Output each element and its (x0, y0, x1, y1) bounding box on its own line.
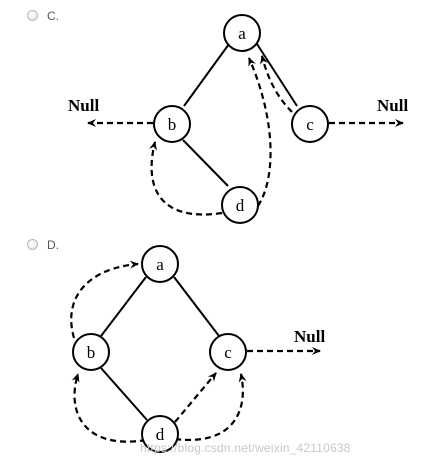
thread-b-a (70, 260, 139, 339)
option-c-radio[interactable] (27, 10, 38, 21)
edge-b-d (100, 367, 148, 421)
null-label-right: Null (294, 327, 325, 346)
thread-d-c (174, 372, 217, 423)
option-d-label[interactable]: D. (47, 238, 59, 252)
node-c: c (291, 105, 329, 143)
node-c-label: c (224, 343, 232, 362)
option-c-tree-diagram: a b c d Null Null (68, 14, 408, 224)
node-b-label: b (168, 115, 177, 134)
node-c: c (209, 333, 247, 371)
thread-d-a (247, 57, 272, 207)
node-b: b (153, 105, 191, 143)
node-a-label: a (156, 255, 164, 274)
node-d: d (141, 415, 179, 453)
thread-d-c-outer (174, 373, 247, 442)
answer-option-d[interactable]: D. a b c d (0, 232, 421, 468)
watermark-url: https://blog.csdn.net/weixin_42110638 (140, 441, 351, 455)
node-d: d (221, 186, 259, 224)
null-label-right: Null (377, 96, 408, 115)
answer-option-c[interactable]: C. a b c d (0, 0, 421, 232)
edge-a-b (100, 276, 147, 337)
edge-a-c (173, 276, 220, 337)
thread-d-b (149, 141, 223, 216)
option-d-radio[interactable] (27, 239, 38, 250)
node-c-label: c (306, 115, 314, 134)
edge-a-c (256, 43, 298, 107)
node-a-label: a (238, 24, 246, 43)
option-c-label[interactable]: C. (47, 9, 59, 23)
node-a: a (223, 14, 261, 52)
node-d-label: d (236, 196, 245, 215)
edge-a-b (183, 43, 230, 107)
null-label-left: Null (68, 96, 99, 115)
node-a: a (141, 245, 179, 283)
edge-b-d (182, 139, 229, 187)
node-b: b (72, 333, 110, 371)
thread-c-a (260, 55, 293, 113)
option-d-tree-diagram: a b c d Null (70, 245, 325, 453)
node-b-label: b (87, 343, 96, 362)
node-d-label: d (156, 425, 165, 444)
